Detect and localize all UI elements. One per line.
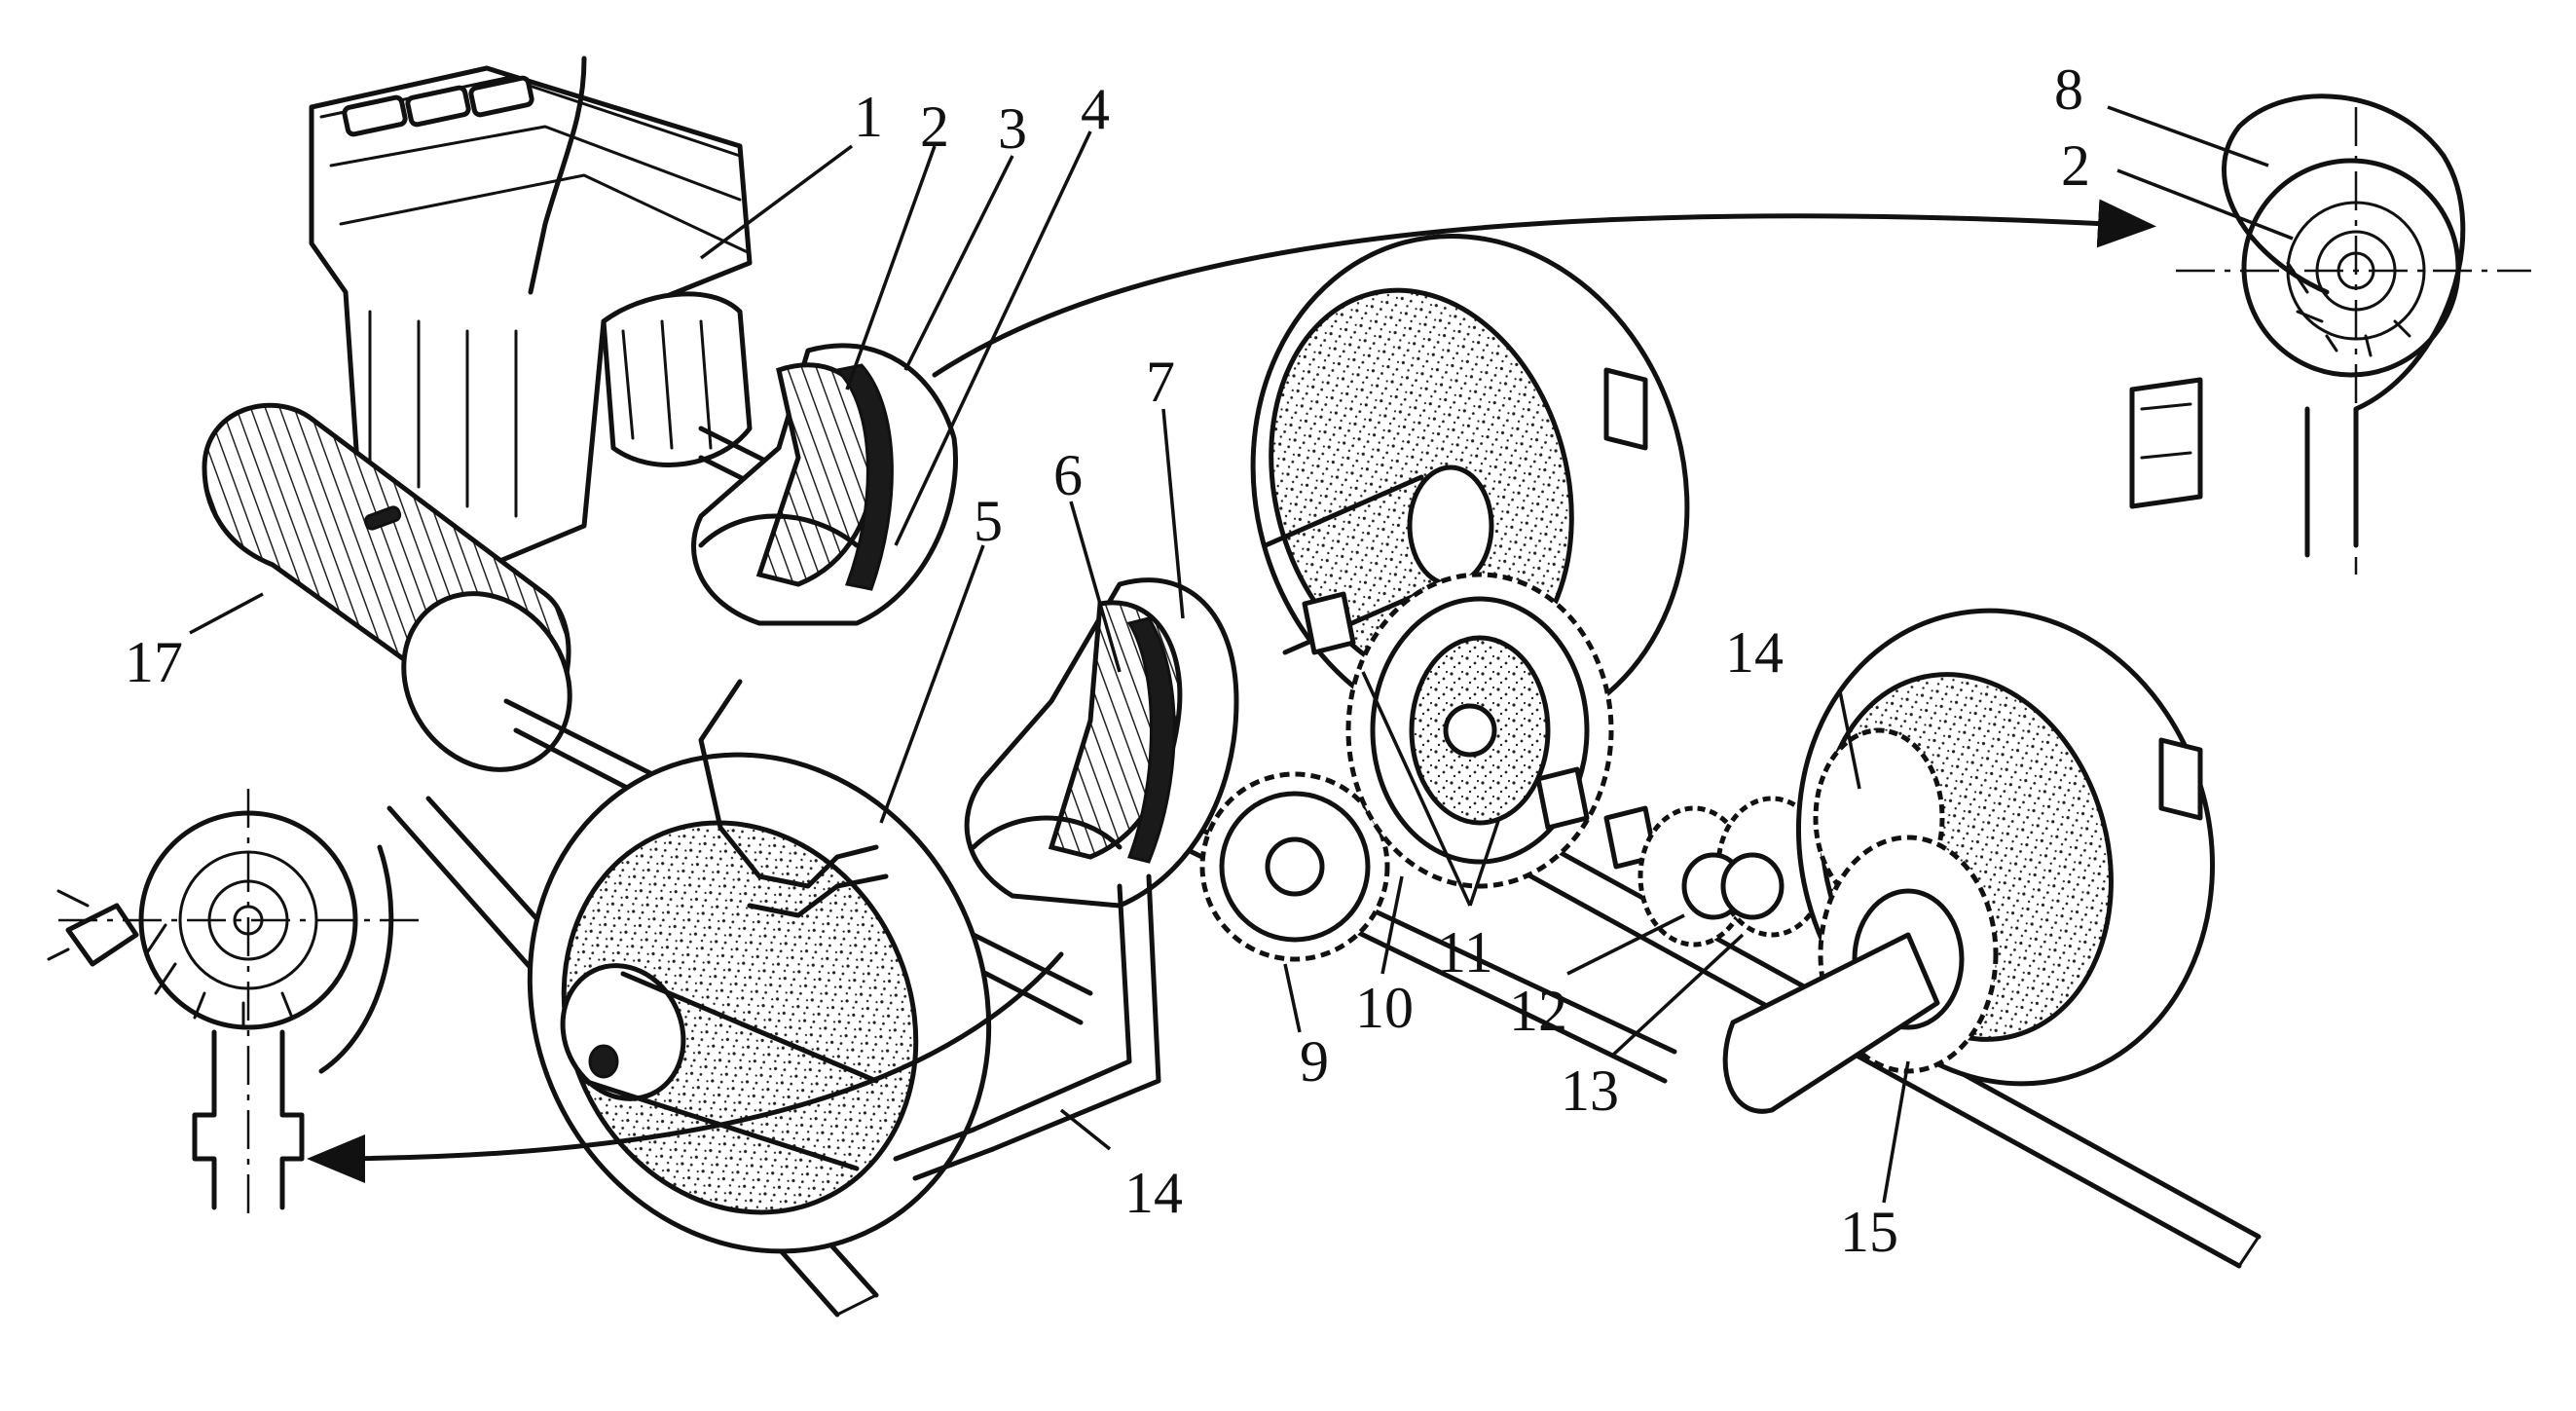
callout-2: 2 (920, 94, 949, 159)
callout-1: 1 (854, 85, 883, 149)
clutch-11 (1302, 591, 1658, 870)
gear-9 (1199, 771, 1390, 962)
left-wheel (527, 752, 992, 1254)
callout-12: 12 (1509, 979, 1567, 1043)
callout-6: 6 (1053, 443, 1083, 507)
callout-17: 17 (125, 630, 183, 694)
callout-5: 5 (974, 489, 1003, 553)
callout-4: 4 (1081, 77, 1110, 141)
hydraulic-coupling-1 (691, 343, 958, 626)
inset-left (47, 789, 419, 1222)
callout-10: 10 (1355, 976, 1414, 1040)
gear-10 (1345, 572, 1614, 889)
callout-14-left: 14 (1124, 1161, 1183, 1225)
inset-right (2129, 93, 2531, 575)
flow-arrows (307, 199, 2156, 1183)
callout-3: 3 (998, 96, 1027, 161)
callout-9: 9 (1300, 1029, 1329, 1094)
callout-2-inset: 2 (2061, 133, 2090, 198)
leader-lines (189, 105, 2294, 1204)
callout-8: 8 (2054, 57, 2083, 122)
callout-7: 7 (1146, 350, 1175, 414)
callout-11: 11 (1437, 920, 1493, 984)
lower-wheel (1722, 608, 2216, 1114)
pipes (698, 679, 1161, 1181)
hydraulic-coupling-2 (964, 577, 1239, 909)
callout-15: 15 (1840, 1200, 1898, 1264)
callout-13: 13 (1561, 1058, 1619, 1123)
diesel-engine (309, 56, 753, 577)
callout-labels: 1 2 3 4 5 6 7 8 2 9 10 11 12 13 14 14 15… (125, 57, 2090, 1264)
cylinder-17 (202, 402, 572, 772)
callout-14-right: 14 (1725, 620, 1784, 685)
